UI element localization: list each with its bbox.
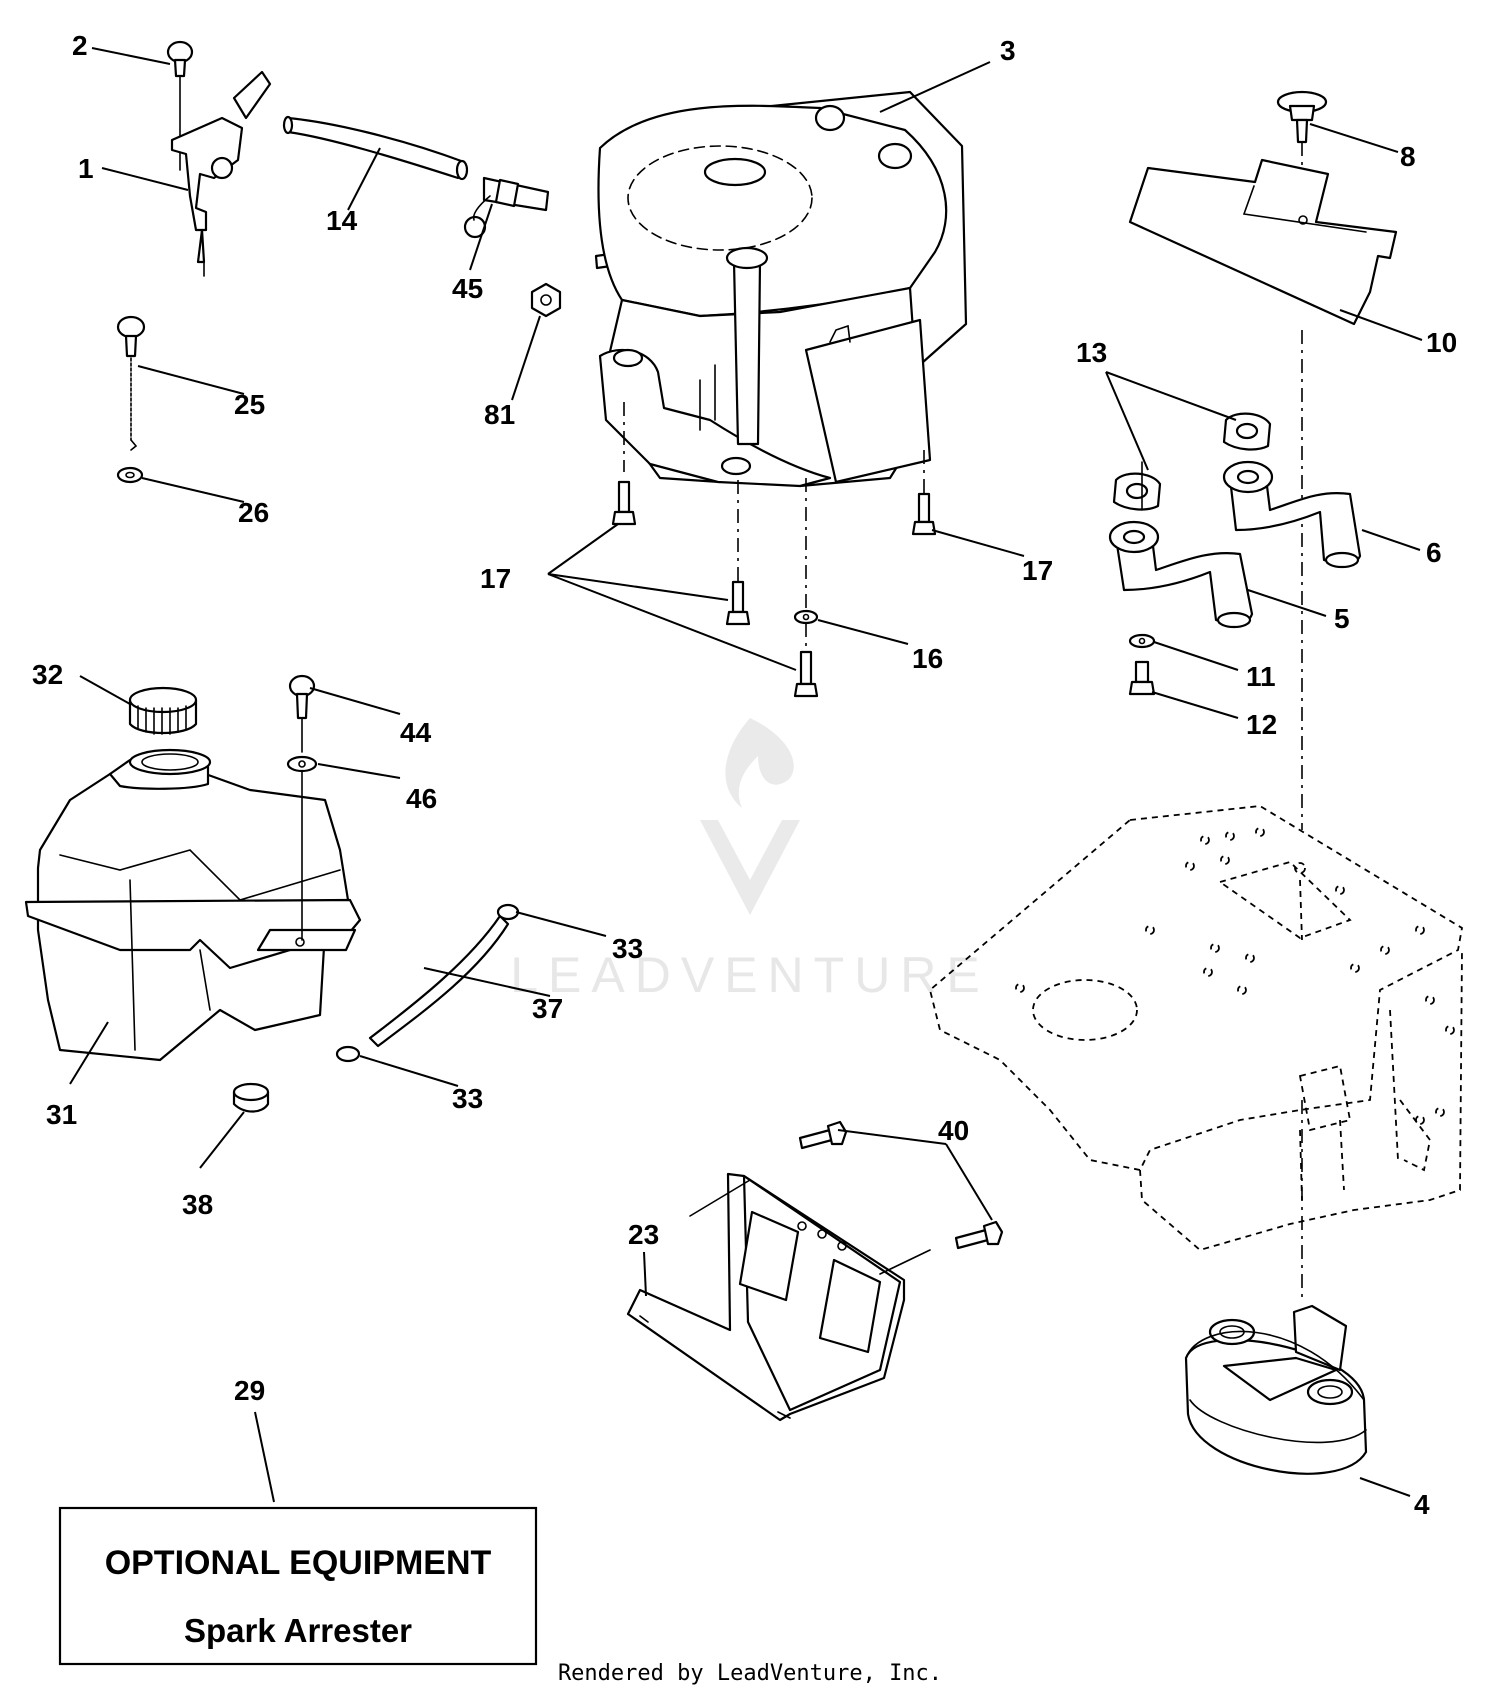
render-credit-footer: Rendered by LeadVenture, Inc. bbox=[558, 1661, 942, 1686]
callout-38: 45 bbox=[452, 273, 483, 304]
callout-17-right: 17 bbox=[1022, 555, 1053, 586]
optional-equipment-box: OPTIONAL EQUIPMENT Spark Arrester bbox=[58, 1506, 538, 1666]
callout-17-left: 17 bbox=[480, 563, 511, 594]
washer-part-46 bbox=[286, 755, 318, 941]
choke-knob-part-25 bbox=[116, 315, 146, 451]
throttle-control-part-1 bbox=[170, 70, 272, 277]
bracket-plate-part-23 bbox=[626, 1172, 931, 1422]
frame-hidden-outline bbox=[928, 805, 1463, 1300]
leader-lines bbox=[69, 47, 1423, 1503]
muffler-part-4 bbox=[1184, 1304, 1368, 1475]
callout-5: 5 bbox=[1334, 603, 1350, 634]
callout-4: 4 bbox=[1414, 1489, 1430, 1520]
screw-part-44 bbox=[288, 674, 316, 753]
watermark-text: LEADVENTURE bbox=[510, 947, 990, 1003]
callout-13: 13 bbox=[1076, 337, 1107, 368]
spark-arrester-label: Spark Arrester bbox=[184, 1612, 412, 1649]
callout-33-bottom: 33 bbox=[452, 1083, 483, 1114]
callout-33-top: 33 bbox=[612, 933, 643, 964]
heat-shield-part-10 bbox=[1128, 158, 1398, 830]
callout-16: 16 bbox=[912, 643, 943, 674]
callout-32: 32 bbox=[32, 659, 63, 690]
callout-14: 14 bbox=[326, 205, 358, 236]
knob-bolt-part-8 bbox=[1276, 90, 1328, 214]
callout-26: 26 bbox=[238, 497, 269, 528]
nut-part-26 bbox=[116, 466, 144, 484]
hose-clamp-part-33-top bbox=[496, 903, 520, 921]
hose-clamp-part-33-bottom bbox=[335, 1045, 361, 1063]
callout-81: 81 bbox=[484, 399, 515, 430]
callout-23: 23 bbox=[628, 1219, 659, 1250]
grommet-part-40 bbox=[232, 1082, 270, 1113]
callout-31: 31 bbox=[46, 1099, 77, 1130]
callout-8: 8 bbox=[1400, 141, 1416, 172]
callout-45: 40 bbox=[938, 1115, 969, 1146]
nut-part-81 bbox=[530, 252, 613, 318]
screw-part-2 bbox=[166, 40, 194, 78]
callout-6: 6 bbox=[1426, 537, 1442, 568]
callout-37: 37 bbox=[532, 993, 563, 1024]
fuel-fitting-part-38 bbox=[463, 176, 550, 239]
fuel-line-part-37 bbox=[368, 914, 510, 1048]
fuel-tank-part-31 bbox=[24, 748, 362, 1062]
callout-11: 11 bbox=[1246, 661, 1276, 692]
callout-12: 12 bbox=[1246, 709, 1277, 740]
callout-2: 2 bbox=[72, 30, 88, 61]
fuel-cap-part-32 bbox=[128, 686, 198, 735]
exhaust-pipe-part-6 bbox=[1222, 460, 1362, 569]
screw-part-45-top bbox=[798, 1120, 848, 1150]
callout-40: 38 bbox=[182, 1189, 213, 1220]
callout-3: 3 bbox=[1000, 35, 1016, 66]
engine-mount-bolts-part-17 bbox=[611, 402, 937, 698]
exhaust-pipe-part-5 bbox=[1108, 461, 1254, 629]
callout-46: 46 bbox=[406, 783, 437, 814]
optional-equipment-title: OPTIONAL EQUIPMENT bbox=[105, 1544, 492, 1582]
callout-44: 44 bbox=[400, 717, 432, 748]
fuel-hose-part-14 bbox=[282, 115, 469, 181]
washer-part-11 bbox=[1128, 633, 1156, 649]
callout-25: 25 bbox=[234, 389, 265, 420]
exhaust-gasket-part-13 bbox=[1112, 412, 1272, 511]
callout-10: 10 bbox=[1426, 327, 1457, 358]
callout-labels: 2 1 3 8 10 13 6 5 11 12 14 45 81 25 26 1… bbox=[32, 30, 1457, 1520]
engine-part-3 bbox=[597, 90, 968, 488]
leadventure-watermark: LEADVENTURE bbox=[510, 718, 990, 1003]
bolt-part-12 bbox=[1128, 660, 1156, 696]
screw-part-45-bottom bbox=[954, 1220, 1004, 1250]
lock-washer-part-16 bbox=[793, 609, 819, 625]
callout-1: 1 bbox=[78, 153, 94, 184]
callout-29: 29 bbox=[234, 1375, 265, 1406]
